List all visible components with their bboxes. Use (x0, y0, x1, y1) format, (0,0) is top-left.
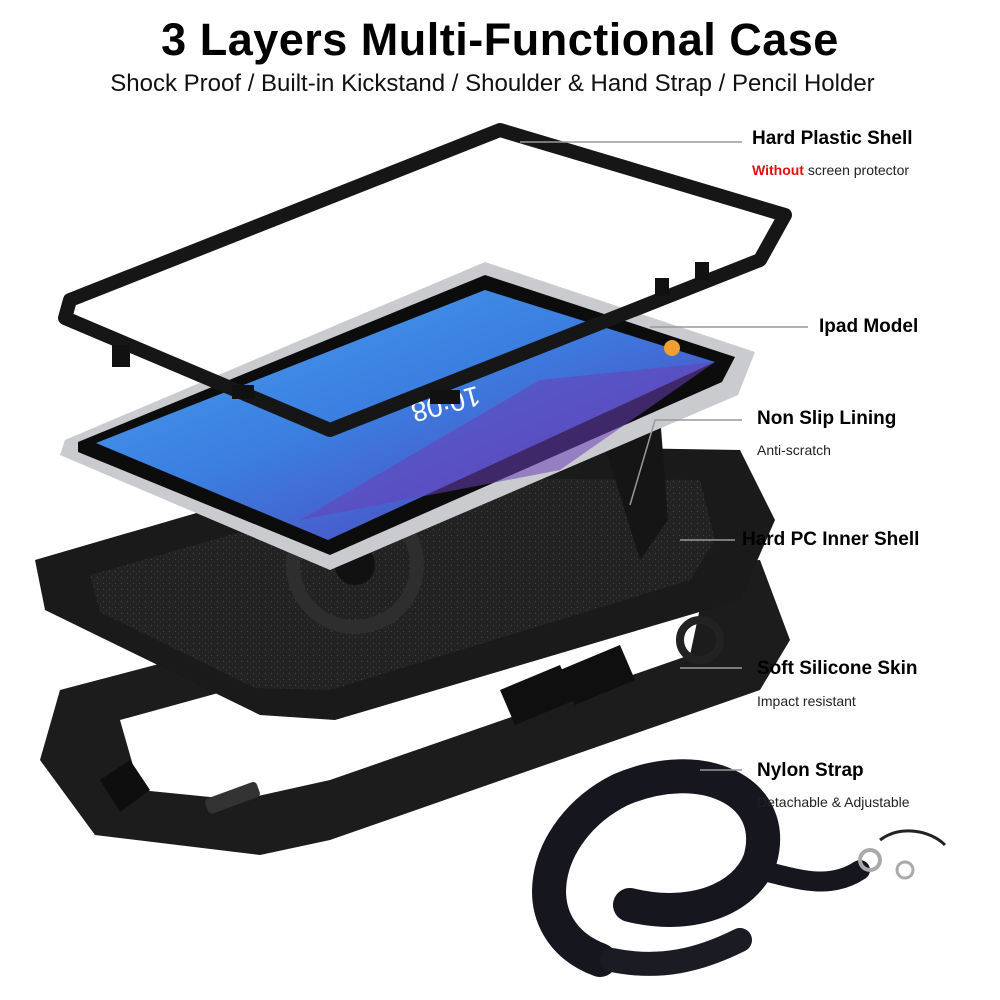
ipad-model-label: Ipad Model (819, 316, 919, 337)
without-highlight: Without (752, 162, 804, 178)
subheadline: Shock Proof / Built-in Kickstand / Shoul… (110, 70, 875, 97)
non-slip-lining-note: Anti-scratch (757, 442, 831, 458)
callout-leaders (520, 141, 808, 771)
nylon-strap (532, 759, 947, 977)
screen-protector-text: screen protector (803, 162, 910, 178)
hard-plastic-shell-label: Hard Plastic Shell (752, 128, 913, 149)
hard-plastic-shell (58, 123, 792, 437)
nylon-strap-label: Nylon Strap (757, 760, 864, 781)
silicone-skin-label: Soft Silicone Skin (757, 658, 918, 679)
non-slip-lining-label: Non Slip Lining (757, 408, 897, 429)
hard-plastic-shell-note: Without screen protector (752, 162, 909, 178)
silicone-skin-note: Impact resistant (757, 693, 856, 709)
nylon-strap-note: Detachable & Adjustable (757, 794, 910, 810)
tablet: 10:08 (60, 262, 755, 570)
inner-shell-label: Hard PC Inner Shell (742, 529, 920, 550)
headline: 3 Layers Multi-Functional Case (161, 14, 839, 65)
